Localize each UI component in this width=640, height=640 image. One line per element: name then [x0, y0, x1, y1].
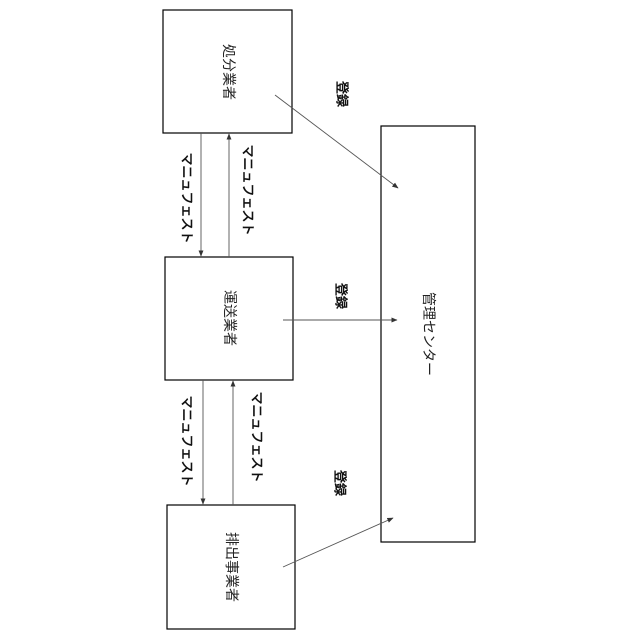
manifest-label-2: マニュフェスト — [240, 144, 255, 235]
register-arrow-disposer — [275, 95, 398, 188]
register-label-3: 登録 — [332, 469, 348, 497]
manifest-label-3: マニュフェスト — [179, 395, 194, 486]
register-label-2: 登録 — [333, 282, 349, 310]
disposer-label: 処分業者 — [220, 44, 236, 100]
register-label-1: 登録 — [334, 80, 350, 108]
manifest-label-1: マニュフェスト — [179, 152, 194, 243]
register-arrow-generator — [283, 518, 393, 567]
generator-label: 排出事業者 — [223, 532, 239, 602]
management-center-label: 管理センター — [420, 292, 436, 376]
manifest-label-4: マニュフェスト — [249, 391, 264, 482]
transporter-label: 運送業者 — [221, 290, 237, 346]
